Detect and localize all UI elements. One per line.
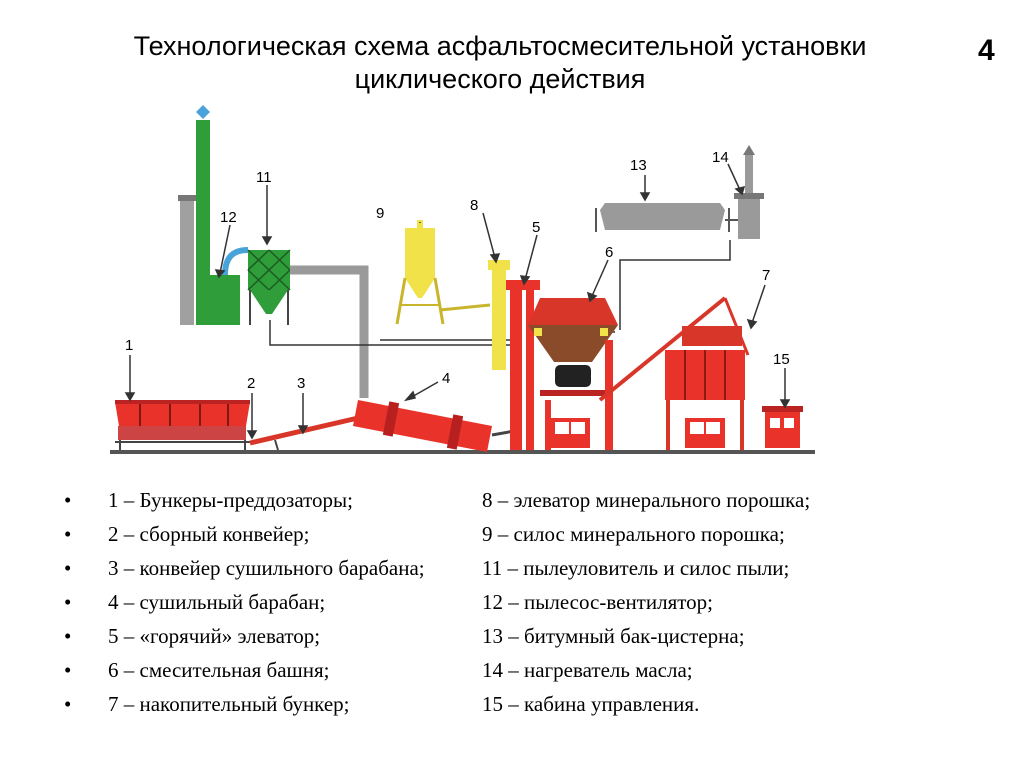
title-line-2: циклического действия bbox=[354, 64, 646, 94]
skip-conveyor bbox=[598, 296, 727, 402]
mineral-powder-elevator bbox=[488, 260, 510, 370]
collector-conveyor bbox=[249, 415, 359, 451]
label-3: 3 bbox=[297, 375, 305, 392]
label-4: 4 bbox=[442, 370, 450, 387]
drying-drum bbox=[353, 400, 521, 452]
storage-bin bbox=[665, 297, 750, 450]
label-2: 2 bbox=[247, 375, 255, 392]
label-9: 9 bbox=[376, 205, 384, 222]
label-5: 5 bbox=[532, 219, 540, 236]
page-title: Технологическая схема асфальтосмесительн… bbox=[60, 30, 940, 96]
bitumen-tank bbox=[595, 203, 740, 232]
label-11: 11 bbox=[256, 169, 272, 186]
label-13: 13 bbox=[630, 157, 647, 174]
feed-bins bbox=[115, 400, 255, 450]
label-12: 12 bbox=[220, 209, 237, 226]
truck-left bbox=[550, 418, 590, 448]
label-7: 7 bbox=[762, 267, 770, 284]
dust-duct bbox=[290, 265, 369, 398]
label-15: 15 bbox=[773, 351, 790, 368]
callout-arrows bbox=[124, 163, 791, 440]
plant-diagram: 1 2 3 4 5 6 7 8 9 11 12 13 14 15 bbox=[110, 105, 815, 454]
label-6: 6 bbox=[605, 244, 613, 261]
truck-right bbox=[685, 418, 725, 448]
label-8: 8 bbox=[470, 197, 478, 214]
slide-number: 4 bbox=[978, 34, 995, 67]
label-14: 14 bbox=[712, 149, 729, 166]
ground-line bbox=[110, 450, 815, 454]
title-line-1: Технологическая схема асфальтосмесительн… bbox=[133, 31, 867, 61]
label-1: 1 bbox=[125, 337, 133, 354]
exhaust-stack bbox=[178, 105, 249, 325]
control-cabin bbox=[762, 406, 803, 448]
dust-collector bbox=[247, 249, 291, 325]
hot-elevator bbox=[506, 280, 551, 450]
mineral-powder-silo bbox=[395, 220, 491, 325]
oil-heater bbox=[734, 145, 764, 239]
